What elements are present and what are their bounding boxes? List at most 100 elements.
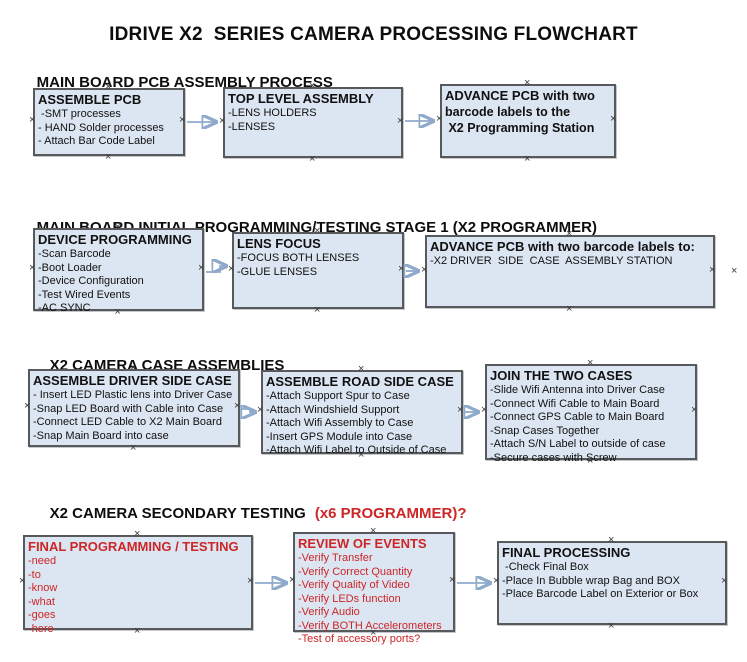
- box-item: -Verify LEDs function: [298, 592, 401, 605]
- box-item: -Check Final Box: [502, 561, 589, 573]
- connection-point-icon: [436, 116, 443, 123]
- connection-point-icon: [309, 156, 316, 163]
- box-items: -X2 DRIVER SIDE CASE ASSEMBLY STATION: [430, 255, 710, 269]
- box-item: -Test of accessory ports?: [298, 633, 421, 645]
- box-items: - Insert LED Plastic lens into Driver Ca…: [33, 389, 235, 443]
- box-item: -Verify Audio: [298, 606, 360, 618]
- box-title: FINAL PROGRAMMING / TESTING: [28, 539, 239, 554]
- box-item: -Verify Transfer: [298, 552, 373, 564]
- box-item: -AC SYNC: [38, 302, 91, 314]
- connection-point-icon: [358, 366, 365, 373]
- flow-arrow: [242, 409, 255, 412]
- connection-point-icon: [105, 154, 112, 161]
- connection-point-icon: [247, 578, 254, 585]
- connection-point-icon: [457, 407, 464, 414]
- box-item: -Boot Loader: [38, 261, 102, 274]
- box-item: barcode labels to the: [445, 105, 571, 119]
- connection-point-icon: [198, 265, 205, 272]
- connection-point-icon: [397, 118, 404, 125]
- connection-point-icon: [257, 407, 264, 414]
- box-item: -Connect Wifi Cable to Main Board: [490, 397, 660, 410]
- connection-point-icon: [234, 403, 241, 410]
- box-item: -Test Wired Events: [38, 288, 131, 301]
- box-items: -SMT processes- HAND Solder processes- A…: [38, 108, 180, 149]
- flow-box-advance-pcb-driver-side: ADVANCE PCB with two barcode labels to: …: [421, 231, 716, 313]
- connection-point-icon: [709, 267, 716, 274]
- box-item: -Place In Bubble wrap Bag and BOX: [502, 574, 680, 587]
- box-item: -know: [28, 582, 58, 594]
- box-item: -goes: [28, 609, 56, 621]
- connection-point-icon: [610, 116, 617, 123]
- box-items: -Verify Transfer-Verify Correct Quantity…: [298, 552, 450, 647]
- flow-arrow: [206, 266, 226, 272]
- box-item: -X2 DRIVER SIDE CASE ASSEMBLY STATION: [430, 255, 673, 267]
- flow-box-lens-focus: LENS FOCUS -FOCUS BOTH LENSES-GLUE LENSE…: [228, 228, 404, 314]
- section-heading-pcb-assembly: MAIN BOARD PCB ASSEMBLY PROCESS: [20, 57, 333, 108]
- box-item: X2 Programming Station: [445, 121, 595, 135]
- connection-point-icon: ×: [731, 265, 738, 277]
- connection-point-icon: [587, 360, 594, 367]
- box-item: -LENS HOLDERS: [228, 107, 317, 119]
- box-item: -Secure cases with Screw: [490, 451, 617, 464]
- flow-box-device-programming: DEVICE PROGRAMMING -Scan Barcode-Boot Lo…: [29, 224, 205, 316]
- box-item: -need: [28, 555, 57, 567]
- flow-box-assemble-road-side-case: ASSEMBLE ROAD SIDE CASE -Attach Support …: [257, 366, 464, 459]
- box-item: -Connect LED Cable to X2 Main Board: [33, 416, 222, 428]
- box-item: -LENSES: [228, 120, 276, 133]
- connection-point-icon: [524, 80, 531, 87]
- connection-point-icon: [314, 307, 321, 314]
- box-items: -Attach Support Spur to Case-Attach Wind…: [266, 390, 458, 458]
- box-item: -Snap Main Board into case: [33, 429, 169, 442]
- flow-box-final-processing: FINAL PROCESSING -Check Final Box-Place …: [493, 537, 728, 630]
- flow-box-top-level-assembly: TOP LEVEL ASSEMBLY -LENS HOLDERS-LENSES: [219, 83, 404, 163]
- connection-point-icon: [219, 118, 226, 125]
- box-item: -Place Barcode Label on Exterior or Box: [502, 588, 699, 600]
- box-item: -what: [28, 595, 55, 608]
- connection-point-icon: [289, 577, 296, 584]
- connection-point-icon: [228, 266, 235, 273]
- flow-box-final-programming-testing: FINAL PROGRAMMING / TESTING -need-to-kno…: [19, 531, 254, 635]
- box-items: barcode labels to the X2 Programming Sta…: [445, 104, 611, 136]
- section-heading-red-suffix: (x6 PROGRAMMER)?: [314, 505, 467, 522]
- box-item: -Attach Windshield Support: [266, 403, 400, 416]
- box-title: ADVANCE PCB with two: [445, 88, 595, 103]
- box-item: -here: [28, 622, 54, 635]
- box-title: ASSEMBLE DRIVER SIDE CASE: [33, 373, 232, 388]
- section-heading-text: MAIN BOARD PCB ASSEMBLY PROCESS: [36, 74, 333, 91]
- connection-point-icon: [24, 403, 31, 410]
- connection-point-icon: [29, 117, 36, 124]
- box-item: -Connect GPS Cable to Main Board: [490, 411, 665, 423]
- box-title: ASSEMBLE ROAD SIDE CASE: [266, 374, 454, 389]
- box-title: REVIEW OF EVENTS: [298, 536, 427, 551]
- box-item: -Attach Support Spur to Case: [266, 390, 410, 402]
- box-items: -LENS HOLDERS-LENSES: [228, 107, 398, 134]
- box-item: -Attach Wifi Label to Outside of Case: [266, 444, 447, 456]
- box-title: FINAL PROCESSING: [502, 545, 631, 560]
- box-item: - HAND Solder processes: [38, 121, 164, 134]
- box-item: - Insert LED Plastic lens into Driver Ca…: [33, 389, 233, 401]
- flow-box-assemble-pcb: ASSEMBLE PCB -SMT processes- HAND Solder…: [29, 84, 186, 161]
- box-title: TOP LEVEL ASSEMBLY: [228, 91, 374, 106]
- flow-box-assemble-driver-side-case: ASSEMBLE DRIVER SIDE CASE - Insert LED P…: [24, 365, 241, 452]
- connection-point-icon: [29, 265, 36, 272]
- connection-point-icon: [19, 578, 26, 585]
- box-item: - Attach Bar Code Label: [38, 135, 155, 147]
- box-title: LENS FOCUS: [237, 236, 321, 251]
- box-item: -to: [28, 568, 41, 581]
- box-item: -Snap Cases Together: [490, 424, 600, 437]
- box-item: -Verify Quality of Video: [298, 579, 410, 591]
- box-item: -Attach S/N Label to outside of case: [490, 438, 666, 450]
- connection-point-icon: [179, 117, 186, 124]
- connection-point-icon: [566, 306, 573, 313]
- section-heading-secondary-testing: X2 CAMERA SECONDARY TESTING(x6 PROGRAMME…: [33, 488, 467, 539]
- box-item: -FOCUS BOTH LENSES: [237, 252, 360, 264]
- connection-point-icon: [721, 578, 728, 585]
- box-item: -SMT processes: [38, 108, 121, 120]
- connection-point-icon: [449, 577, 456, 584]
- box-title: DEVICE PROGRAMMING: [38, 232, 192, 247]
- box-item: -Slide Wifi Antenna into Driver Case: [490, 384, 665, 396]
- flow-box-join-the-two-cases: JOIN THE TWO CASES -Slide Wifi Antenna i…: [481, 360, 698, 465]
- page-title: IDRIVE X2 SERIES CAMERA PROCESSING FLOWC…: [109, 24, 638, 45]
- connection-point-icon: [691, 407, 698, 414]
